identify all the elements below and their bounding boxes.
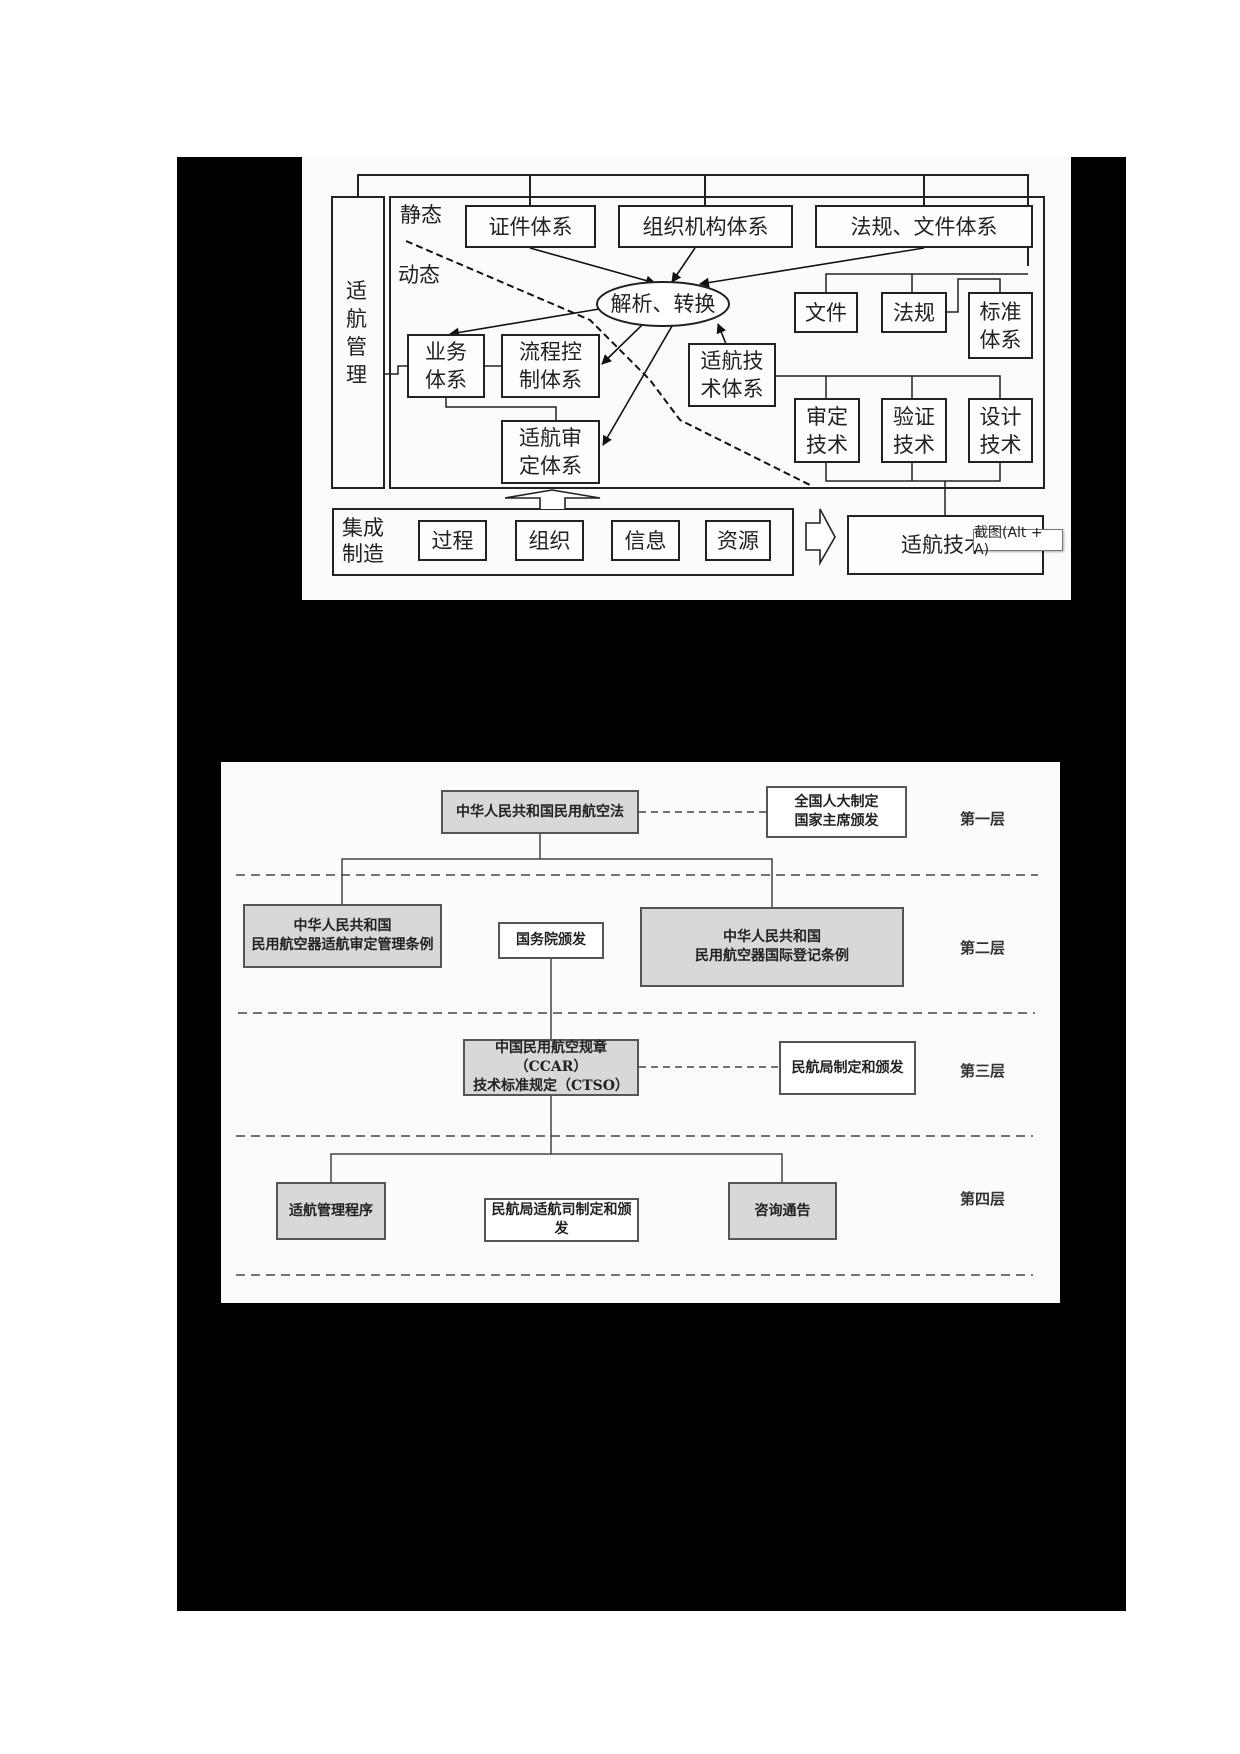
airworthiness-procedure-box: 适航管理程序 (276, 1182, 386, 1240)
npc-issuer-box: 全国人大制定 国家主席颁发 (766, 786, 907, 838)
dynamic-label: 动态 (398, 263, 440, 287)
design-tech-box: 设计 技术 (968, 398, 1033, 463)
verification-tech-box: 验证 技术 (881, 398, 947, 463)
integrated-manufacturing-label: 集成 制造 (342, 516, 384, 566)
left-label-airworthiness-management: 适 航 管 理 (346, 279, 367, 387)
airworthiness-certification-system-box: 适航审 定体系 (501, 420, 600, 484)
airworthiness-tech-system-box: 适航技 术体系 (688, 343, 776, 407)
caac-issuer-box: 民航局制定和颁发 (779, 1041, 916, 1095)
information-box: 信息 (611, 520, 680, 561)
layer-4-label: 第四层 (960, 1190, 1006, 1208)
certification-tech-box: 审定 技术 (794, 398, 860, 463)
airworthiness-cert-regulation-box: 中华人民共和国 民用航空器适航审定管理条例 (243, 904, 442, 968)
aircraft-registration-regulation-box: 中华人民共和国 民用航空器国际登记条例 (640, 907, 904, 987)
regulation-document-system-box: 法规、文件体系 (815, 205, 1033, 248)
static-label: 静态 (400, 203, 442, 227)
process-control-system-box: 流程控 制体系 (501, 334, 600, 398)
state-council-issuer-box: 国务院颁发 (498, 922, 604, 959)
airworthiness-dept-issuer-box: 民航局适航司制定和颁发 (484, 1198, 639, 1242)
organization-system-box: 组织机构体系 (618, 205, 793, 248)
organization-box: 组织 (515, 520, 584, 561)
standard-system-box: 标准 体系 (968, 292, 1033, 359)
certificate-system-box: 证件体系 (465, 205, 596, 248)
parse-convert-ellipse-label: 解析、转换 (610, 292, 716, 316)
document-box: 文件 (794, 292, 858, 333)
advisory-circular-box: 咨询通告 (728, 1182, 837, 1240)
layer-1-label: 第一层 (960, 810, 1006, 828)
screenshot-shortcut-tooltip: 截图(Alt + A) (973, 525, 1063, 558)
layer-3-label: 第三层 (960, 1062, 1006, 1080)
airworthiness-technology-label: 适航技术 (901, 533, 985, 557)
process-box: 过程 (418, 520, 487, 561)
resource-box: 资源 (705, 520, 771, 561)
layer-2-label: 第二层 (960, 939, 1006, 957)
business-system-box: 业务 体系 (407, 334, 485, 398)
ccar-ctso-box: 中国民用航空规章（CCAR） 技术标准规定（CTSO） (463, 1039, 639, 1096)
regulation-box: 法规 (881, 292, 947, 333)
civil-aviation-law-box: 中华人民共和国民用航空法 (441, 790, 639, 834)
